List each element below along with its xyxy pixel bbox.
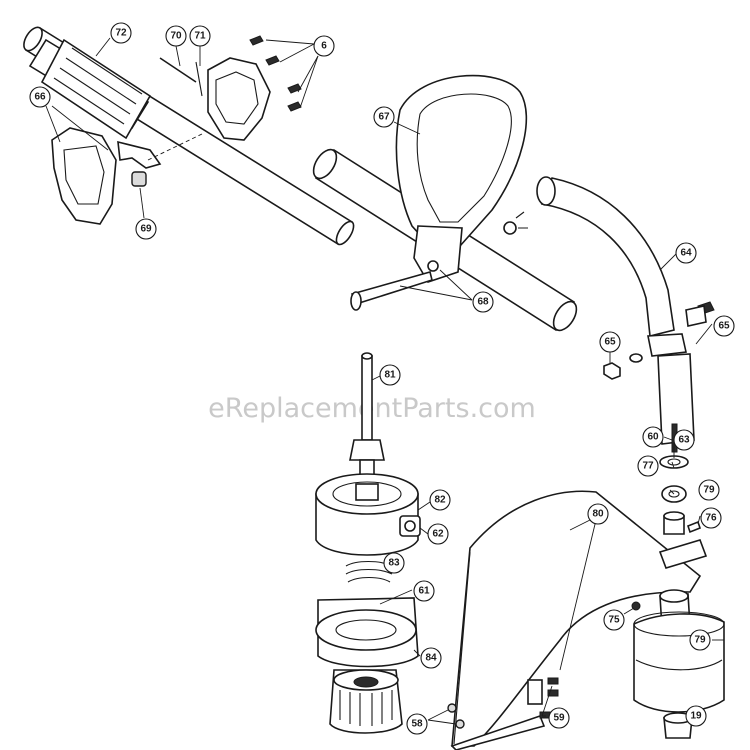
svg-text:80: 80	[592, 509, 604, 520]
svg-text:81: 81	[384, 370, 396, 381]
callout-6: 6	[313, 35, 335, 57]
svg-text:75: 75	[608, 615, 620, 626]
callout-58: 58	[406, 713, 428, 735]
callout-70: 70	[165, 25, 187, 47]
callout-60: 60	[642, 426, 664, 448]
callout-65-bolt: 65	[713, 315, 735, 337]
callout-59: 59	[548, 707, 570, 729]
callout-77: 77	[637, 455, 659, 477]
callout-82: 82	[429, 489, 451, 511]
svg-text:66: 66	[34, 92, 46, 103]
callout-61: 61	[413, 580, 435, 602]
svg-text:79: 79	[694, 635, 706, 646]
svg-text:58: 58	[411, 719, 423, 730]
lower-shaft-assembly	[536, 176, 715, 445]
svg-text:68: 68	[477, 297, 489, 308]
svg-text:77: 77	[642, 461, 654, 472]
callout-65-nut: 65	[599, 331, 621, 353]
svg-text:72: 72	[115, 28, 127, 39]
svg-text:83: 83	[388, 558, 400, 569]
callout-68: 68	[472, 291, 494, 313]
svg-text:82: 82	[434, 495, 446, 506]
callout-19: 19	[685, 705, 707, 727]
throttle-housing-right	[159, 35, 302, 141]
callout-63: 63	[673, 429, 695, 451]
trimmer-head-assembly	[315, 352, 421, 734]
svg-text:70: 70	[170, 31, 182, 42]
callout-83: 83	[383, 552, 405, 574]
svg-text:64: 64	[680, 248, 692, 259]
callout-84: 84	[420, 647, 442, 669]
svg-text:19: 19	[690, 711, 702, 722]
callout-81: 81	[379, 364, 401, 386]
callout-62: 62	[427, 523, 449, 545]
svg-text:84: 84	[425, 653, 437, 664]
svg-text:62: 62	[432, 529, 444, 540]
handle-assembly	[312, 74, 578, 332]
callout-76: 76	[700, 507, 722, 529]
svg-text:69: 69	[140, 224, 152, 235]
callout-80: 80	[587, 503, 609, 525]
svg-text:65: 65	[718, 321, 730, 332]
svg-text:65: 65	[604, 337, 616, 348]
throttle-housing-left	[51, 127, 203, 225]
callout-79-bushing: 79	[698, 479, 720, 501]
svg-text:67: 67	[378, 112, 390, 123]
leader-lines	[45, 37, 724, 725]
svg-text:79: 79	[703, 485, 715, 496]
svg-text:61: 61	[418, 586, 430, 597]
guard-assembly	[447, 490, 708, 750]
callout-75: 75	[603, 609, 625, 631]
svg-text:76: 76	[705, 513, 717, 524]
callout-64: 64	[675, 242, 697, 264]
gear-housing	[633, 589, 725, 739]
callout-69: 69	[135, 218, 157, 240]
callout-67: 67	[373, 106, 395, 128]
upper-shaft-assembly	[23, 26, 355, 246]
callout-66: 66	[29, 86, 51, 108]
callout-72: 72	[110, 22, 132, 44]
svg-text:71: 71	[194, 31, 206, 42]
callout-79-housing: 79	[689, 629, 711, 651]
svg-text:60: 60	[647, 432, 659, 443]
callout-71: 71	[189, 25, 211, 47]
svg-text:59: 59	[553, 713, 565, 724]
svg-text:63: 63	[678, 435, 690, 446]
svg-text:6: 6	[321, 41, 327, 52]
